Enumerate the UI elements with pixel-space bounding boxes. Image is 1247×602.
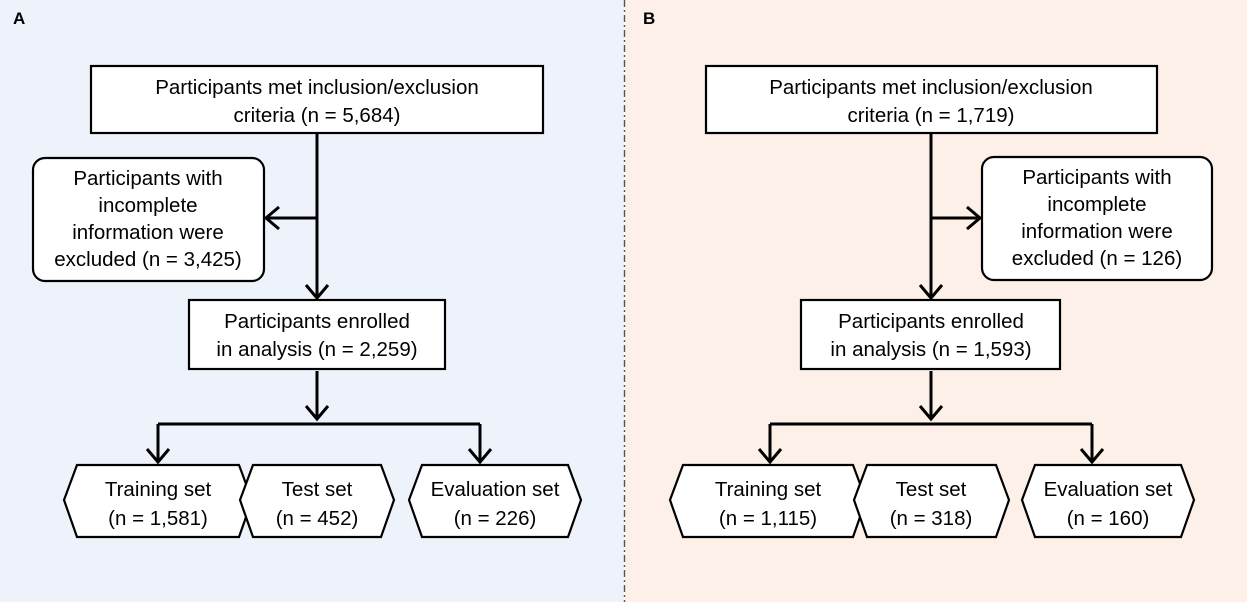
panel-b-arrowhead-evaluation [1079,448,1105,465]
panel-a-test-set-n: (n = 452) [276,507,359,530]
panel-b-arrowhead-split [918,405,944,422]
panel-a-arrowhead-enrolled [304,284,330,301]
panel-b-test-set-n: (n = 318) [890,507,973,530]
panel-b-arrowhead-excluded [966,205,983,231]
panel-a-arrowhead-training [145,448,171,465]
panel-a-enrolled-box [187,298,447,371]
panel-b: B Participants met inclusion/exclusion c… [643,9,1214,539]
panel-b-training-set-hexagon [668,463,868,539]
panel-a-arrowhead-excluded [263,205,280,231]
panel-b-excluded-line-3: information were [1021,220,1173,243]
panel-b-inclusion-line-2: criteria (n = 1,719) [848,104,1015,127]
panel-b-test-set-hexagon [852,463,1011,539]
panel-b-evaluation-set-n: (n = 160) [1067,507,1150,530]
panel-b-test-set-label: Test set [896,478,967,501]
panel-a-training-set-label: Training set [105,478,212,501]
panel-b-arrowhead-training [757,448,783,465]
panel-a-enrolled-line-1: Participants enrolled [224,310,410,333]
panel-b-label: B [643,9,655,28]
panel-b-evaluation-set-label: Evaluation set [1044,478,1173,501]
panel-b-training-set-label: Training set [715,478,822,501]
panel-b-arrowhead-enrolled [918,284,944,301]
panel-a-enrolled-line-2: in analysis (n = 2,259) [216,338,417,361]
panel-a-inclusion-box [89,64,545,135]
panel-a-evaluation-set-n: (n = 226) [454,507,537,530]
panel-a-inclusion-line-2: criteria (n = 5,684) [234,104,401,127]
panel-a-excluded-line-1: Participants with [73,167,222,190]
panel-b-enrolled-line-1: Participants enrolled [838,310,1024,333]
panel-a-test-set-label: Test set [282,478,353,501]
panel-b-excluded-line-2: incomplete [1047,193,1146,216]
panel-b-inclusion-box [704,64,1159,135]
panel-a-excluded-line-4: excluded (n = 3,425) [54,248,241,271]
panel-b-enrolled-line-2: in analysis (n = 1,593) [830,338,1031,361]
panel-a-excluded-line-2: incomplete [98,194,197,217]
panel-b-inclusion-line-1: Participants met inclusion/exclusion [769,76,1093,99]
panel-a-label: A [13,9,25,28]
panel-b-excluded-line-1: Participants with [1022,166,1171,189]
panel-b-evaluation-set-hexagon [1020,463,1196,539]
panel-b-training-set-n: (n = 1,115) [719,507,817,530]
panel-a-excluded-box [31,156,266,283]
panel-a-evaluation-set-hexagon [407,463,583,539]
panel-a-arrowhead-split [304,405,330,422]
panel-a-training-set-n: (n = 1,581) [108,507,208,530]
panel-a-evaluation-set-label: Evaluation set [431,478,560,501]
panel-b-enrolled-box [799,298,1062,371]
panel-a-test-set-hexagon [238,463,396,539]
panel-a-training-set-hexagon [62,463,254,539]
panel-a-arrowhead-evaluation [467,448,493,465]
panel-a: A Participants met inclusion/exclusion c… [13,9,583,539]
panel-b-excluded-box [980,155,1214,282]
panel-a-excluded-line-3: information were [72,221,224,244]
panel-b-excluded-line-4: excluded (n = 126) [1012,247,1182,270]
panel-a-inclusion-line-1: Participants met inclusion/exclusion [155,76,479,99]
